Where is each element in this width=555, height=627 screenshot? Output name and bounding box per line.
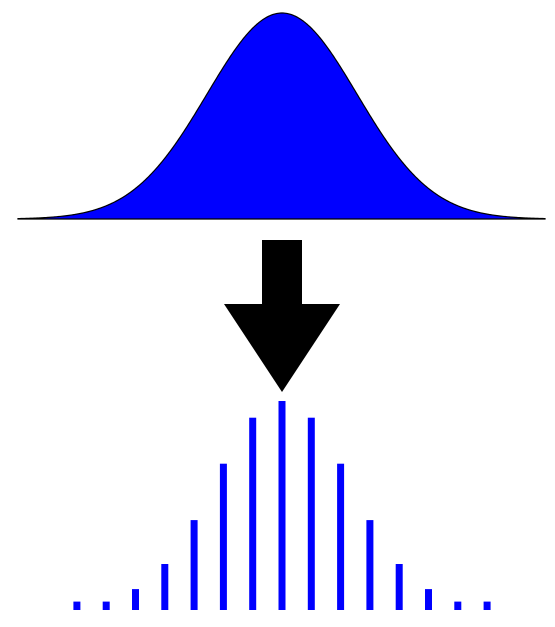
discrete-stem [219,463,227,610]
discrete-stem [161,564,169,610]
continuous-distribution [17,12,546,220]
discrete-stem [454,601,462,610]
discrete-stem [132,589,139,610]
discrete-distribution [73,401,491,610]
discrete-stem [249,417,257,610]
discrete-stem [102,601,110,610]
discrete-stem [425,589,432,610]
transform-arrow [224,240,340,392]
discrete-stem [307,417,315,610]
arrow-down-icon [224,304,340,392]
discrete-stem [73,601,81,610]
discrete-stem [483,601,491,610]
arrow-shaft [262,240,302,304]
discrete-stem [190,520,198,610]
discrete-stem [366,520,374,610]
discrete-stem [278,401,286,610]
discrete-stem [395,564,403,610]
gaussian-curve [17,12,546,220]
discrete-stem [337,463,345,610]
